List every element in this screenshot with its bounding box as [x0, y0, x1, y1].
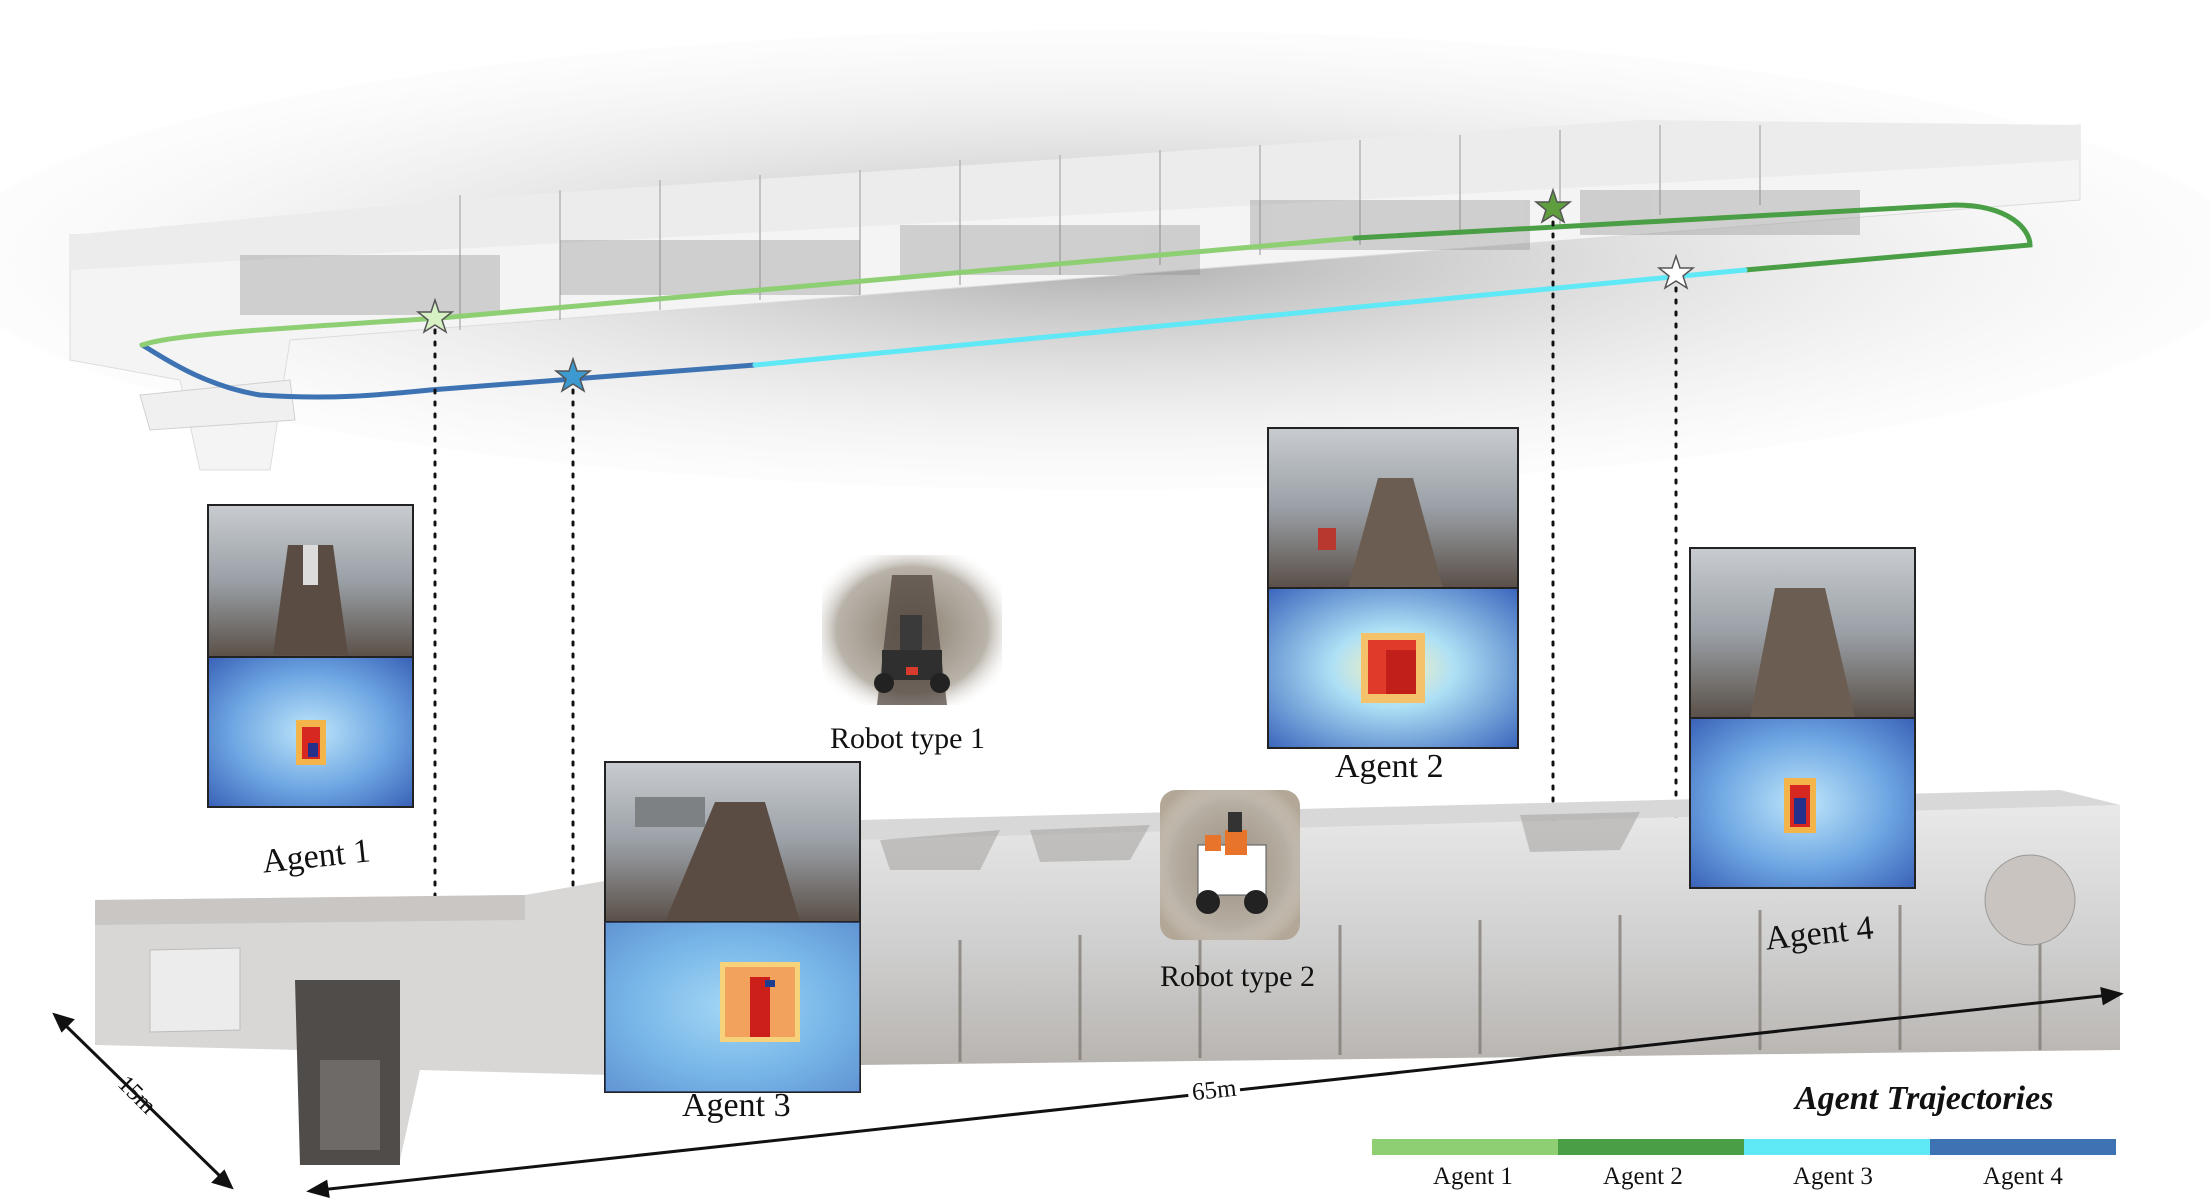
agent-3-panel	[604, 761, 861, 1093]
agent-4-panel	[1689, 547, 1916, 889]
legend-title: Agent Trajectories	[1795, 1080, 2054, 1117]
agent-3-label: Agent 3	[682, 1087, 791, 1124]
star-agent-2	[1533, 187, 1573, 224]
legend-label-agent-4: Agent 4	[1983, 1163, 2063, 1190]
legend-label-agent-3: Agent 3	[1793, 1163, 1873, 1190]
trajectory-agent-4-line	[139, 342, 758, 400]
agent-2-label: Agent 2	[1335, 748, 1444, 785]
robot-type-2-image	[1160, 790, 1300, 940]
start-markers	[415, 187, 1696, 393]
trajectory-agent-1-line	[139, 235, 1358, 348]
legend-label-agent-2: Agent 2	[1603, 1163, 1683, 1190]
legend-bar-agent-3	[1744, 1139, 1930, 1155]
star-agent-4	[553, 356, 593, 393]
agent-1-panel	[207, 504, 414, 808]
legend-bar-agent-1	[1372, 1139, 1558, 1155]
robot-type-1-image	[822, 555, 1002, 705]
star-agent-3	[1656, 253, 1696, 290]
trajectory-agent-3-line	[752, 267, 1748, 368]
legend-label-agent-1: Agent 1	[1433, 1163, 1513, 1190]
robot-type-1-label: Robot type 1	[830, 722, 985, 755]
trajectory-agent-2-line	[1352, 202, 2033, 273]
robot-type-2-label: Robot type 2	[1160, 960, 1315, 993]
agent-2-panel	[1267, 427, 1519, 749]
star-agent-1	[415, 297, 455, 334]
point-cloud-map	[69, 120, 2081, 471]
trajectories	[139, 202, 2033, 400]
legend-bar-agent-2	[1558, 1139, 1744, 1155]
legend-bar-agent-4	[1930, 1139, 2116, 1155]
length-dimension-label: 65m	[1186, 1074, 1242, 1108]
